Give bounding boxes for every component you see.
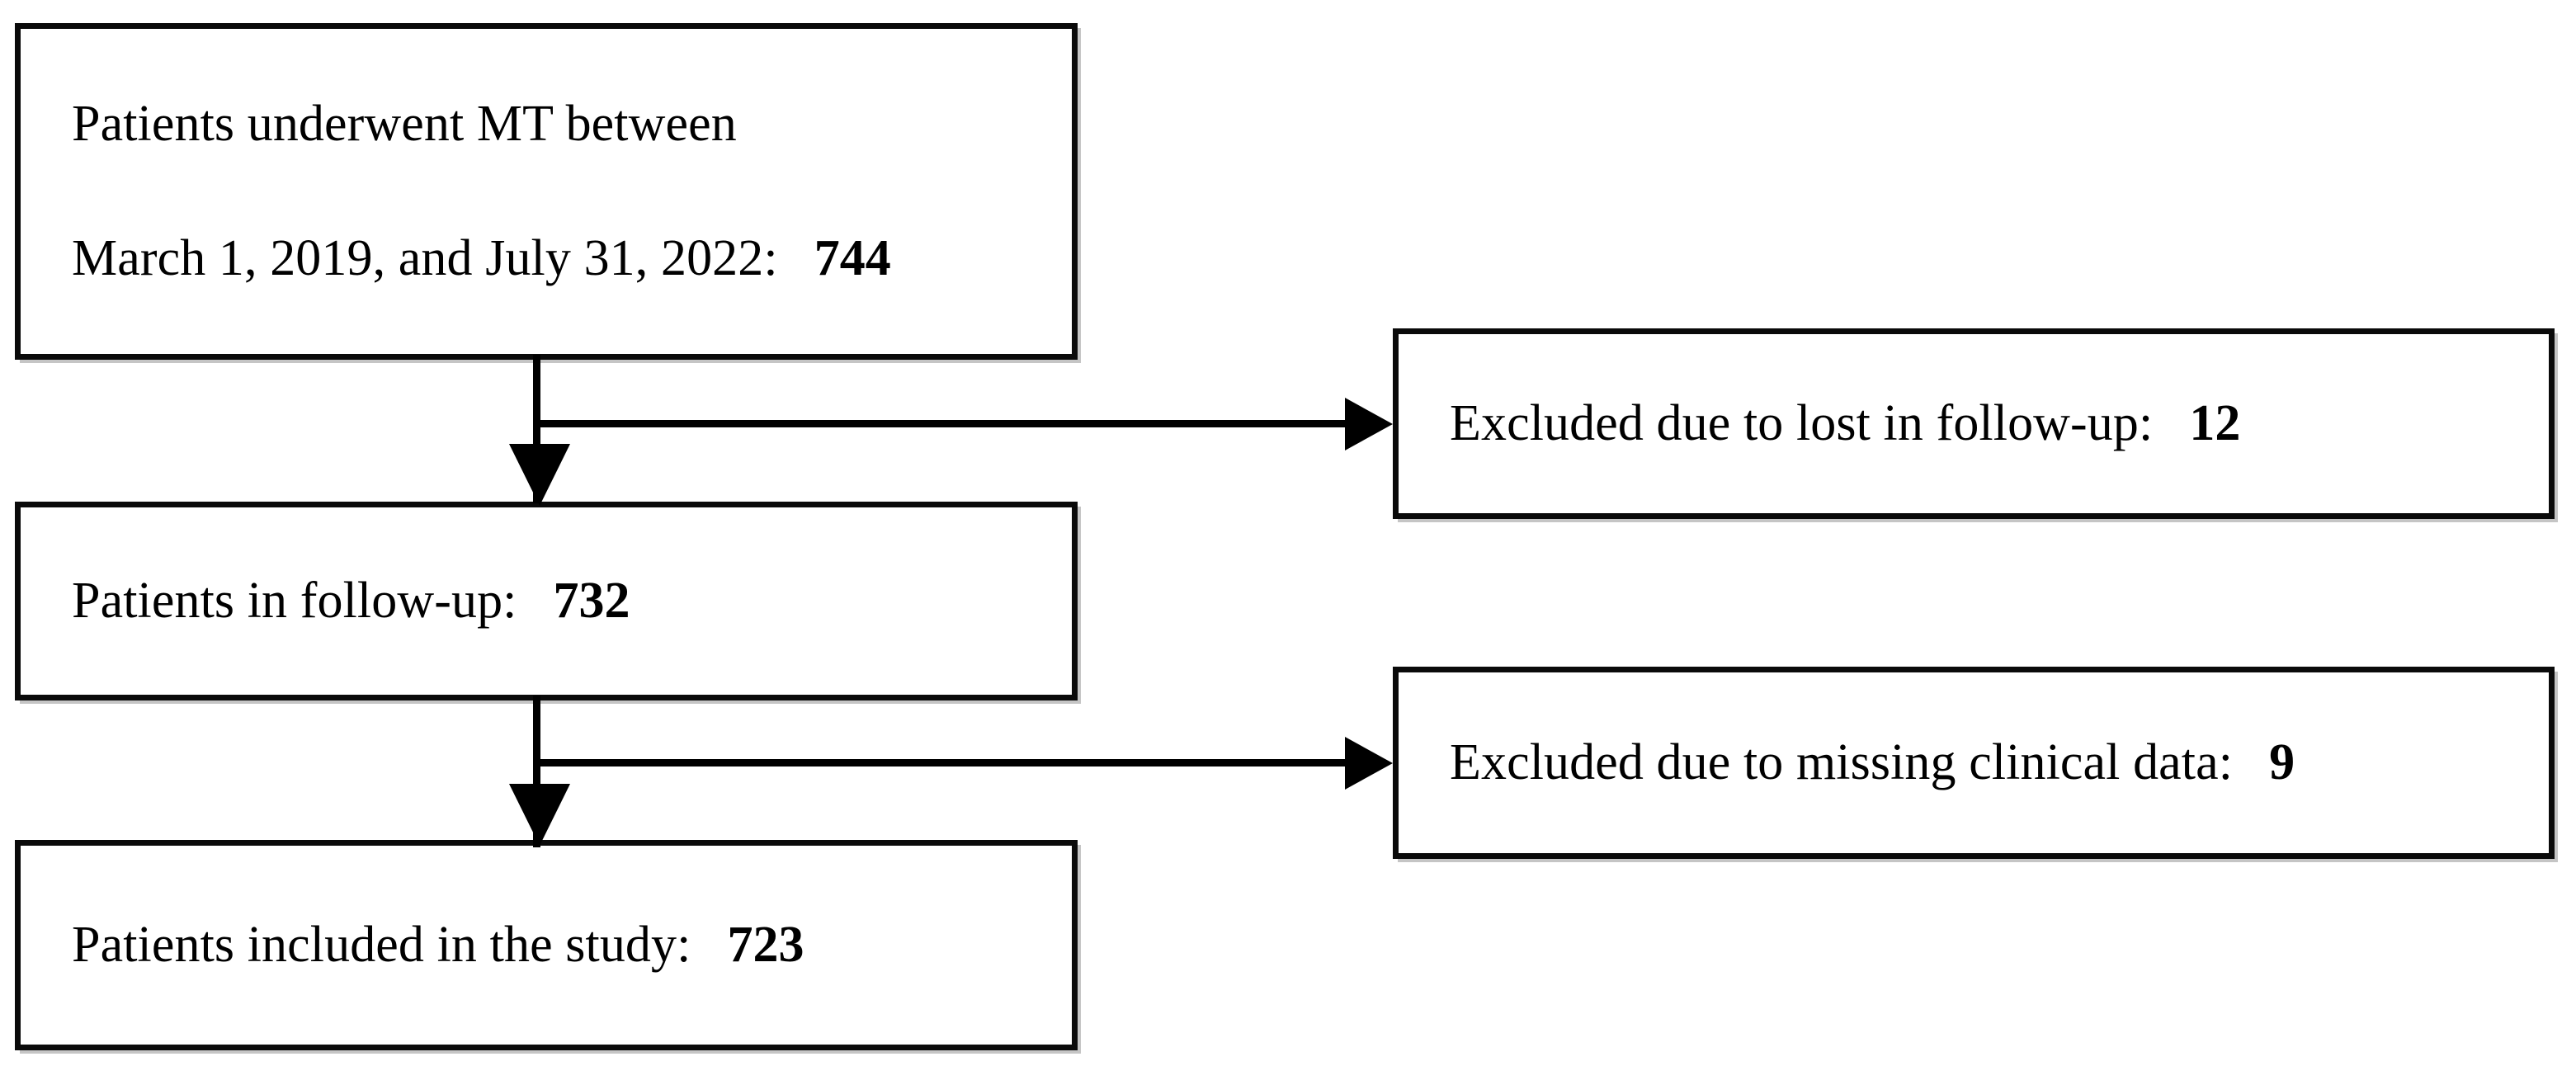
node-patients-underwent-mt: Patients underwent MT between March 1, 2…	[15, 23, 1078, 360]
connector-enrolled-to-followup-line	[533, 355, 540, 503]
excluded-lost-label: Excluded due to lost in follow-up:	[1450, 395, 2154, 452]
followup-count: 732	[553, 573, 630, 630]
arrow-down-icon-followup-to-included	[509, 784, 570, 846]
node-excluded-missing-clinical-data: Excluded due to missing clinical data: 9	[1393, 667, 2555, 859]
connector-followup-to-excluded-missing-line	[533, 759, 1353, 766]
connector-enrolled-to-excluded-lost-line	[533, 420, 1353, 427]
included-count: 723	[727, 917, 804, 974]
enrolled-count: 744	[814, 230, 891, 286]
excluded-lost-line: Excluded due to lost in follow-up: 12	[1399, 396, 2549, 451]
excluded-missing-count: 9	[2269, 734, 2295, 791]
enrolled-line-2: March 1, 2019, and July 31, 2022: 744	[21, 231, 1072, 286]
followup-label: Patients in follow-up:	[72, 573, 517, 630]
included-line: Patients included in the study: 723	[21, 917, 1072, 973]
excluded-missing-line: Excluded due to missing clinical data: 9	[1399, 735, 2549, 790]
excluded-missing-label: Excluded due to missing clinical data:	[1450, 734, 2234, 791]
arrow-right-icon-followup-to-excluded-missing	[1345, 737, 1393, 790]
arrow-down-icon-enrolled-to-followup	[509, 444, 570, 506]
connector-followup-to-included-line	[533, 696, 540, 847]
excluded-lost-count: 12	[2189, 395, 2241, 452]
node-excluded-lost-follow-up: Excluded due to lost in follow-up: 12	[1393, 328, 2555, 519]
followup-line: Patients in follow-up: 732	[21, 573, 1072, 629]
arrow-right-icon-enrolled-to-excluded-lost	[1345, 398, 1393, 450]
included-label: Patients included in the study:	[72, 917, 691, 974]
enrolled-line-1: Patients underwent MT between	[72, 96, 737, 153]
node-patients-in-follow-up: Patients in follow-up: 732	[15, 502, 1078, 700]
node-patients-included-in-study: Patients included in the study: 723	[15, 840, 1078, 1050]
enrolled-label: March 1, 2019, and July 31, 2022:	[72, 230, 778, 286]
